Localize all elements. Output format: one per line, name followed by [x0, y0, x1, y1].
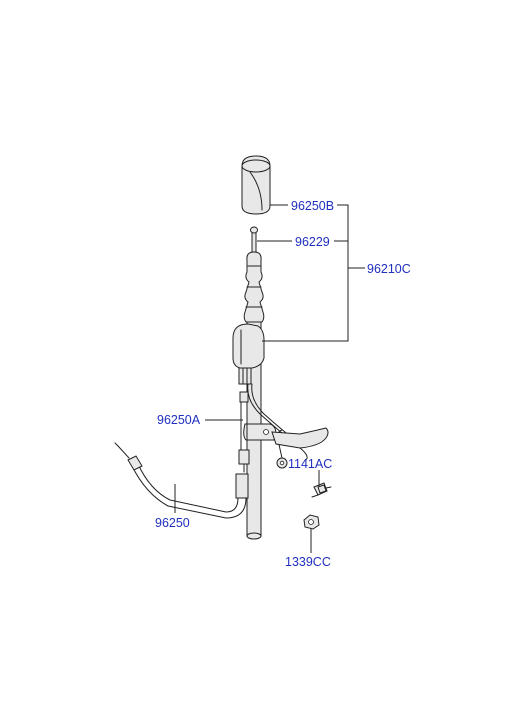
- nut: [303, 514, 320, 530]
- bolt: [311, 482, 332, 498]
- label-feeder-cable: 96250: [155, 516, 190, 530]
- grip-cover: [241, 155, 271, 215]
- feeder-cable: [114, 442, 249, 519]
- mounting-bracket: [243, 423, 329, 449]
- leader-lines: [174, 204, 365, 553]
- label-antenna-assy: 96210C: [367, 262, 411, 276]
- leader-assy-bracket: [262, 204, 349, 342]
- antenna-telescopic-section: [243, 226, 265, 323]
- label-mast-cap: 96229: [295, 235, 330, 249]
- cable-extension: [238, 391, 250, 473]
- label-nut: 1339CC: [285, 555, 331, 569]
- label-grip-cover: 96250B: [291, 199, 334, 213]
- label-bolt: 1141AC: [288, 457, 332, 471]
- antenna-base-housing: [232, 323, 265, 385]
- label-cable-extension: 96250A: [157, 413, 201, 427]
